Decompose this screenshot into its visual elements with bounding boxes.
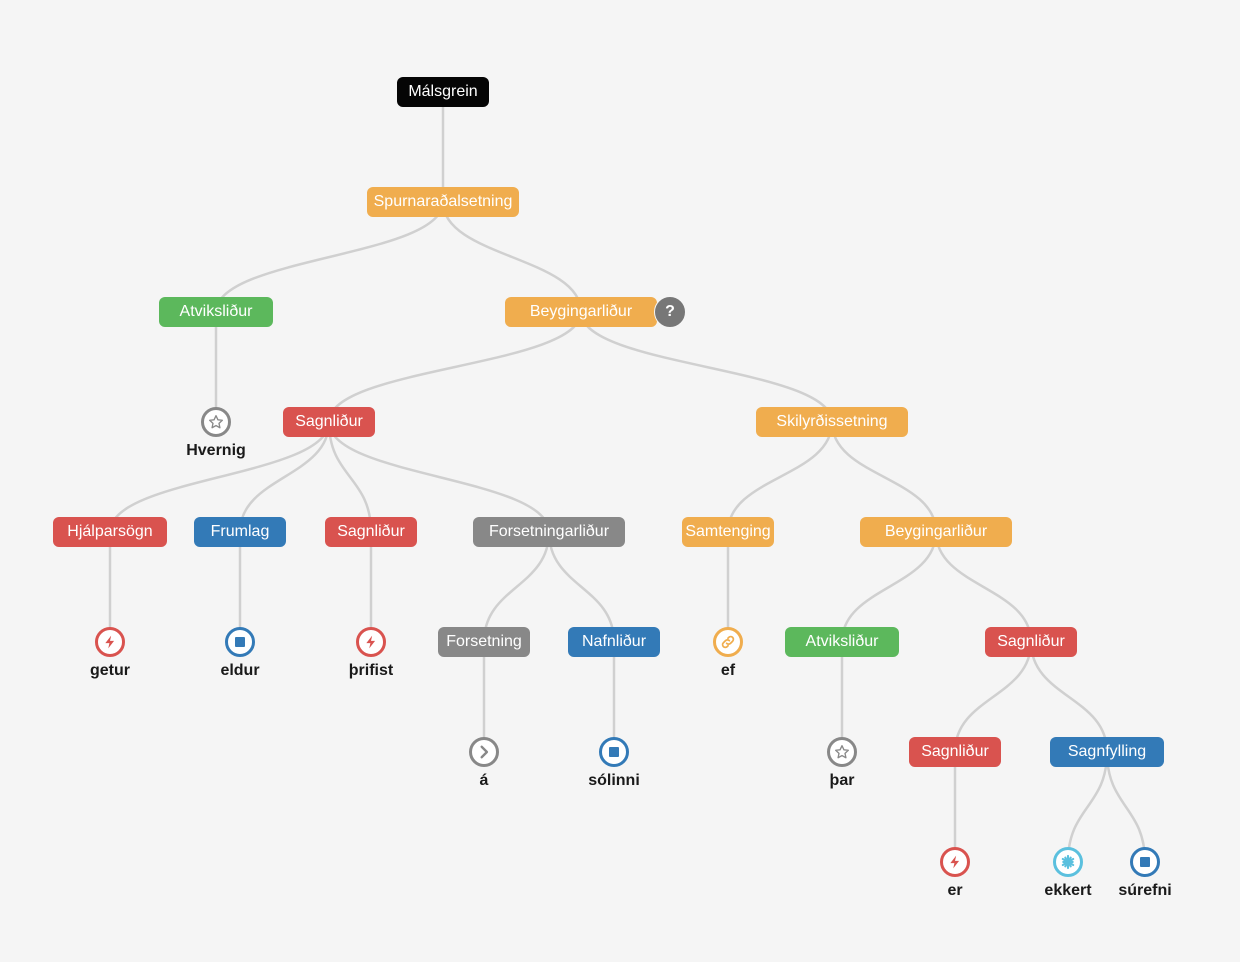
tree-edge [327, 421, 373, 533]
question-badge[interactable]: ? [654, 296, 686, 328]
node-frumlag[interactable]: Frumlag [194, 517, 286, 547]
star-icon[interactable] [827, 737, 857, 767]
leaf-word-ekkert: ekkert [1044, 882, 1092, 899]
leaf-word-solinni: sólinni [588, 772, 640, 789]
node-skilyrdissetning[interactable]: Skilyrðissetning [756, 407, 908, 437]
node-atvikslidur[interactable]: Atviksliður [785, 627, 899, 657]
tree-edge [482, 531, 551, 643]
bolt-icon[interactable] [940, 847, 970, 877]
tree-edge [327, 421, 551, 533]
node-atvikslidur[interactable]: Atviksliður [159, 297, 273, 327]
node-nafnlidur[interactable]: Nafnliður [568, 627, 660, 657]
chevron-right-icon[interactable] [469, 737, 499, 767]
tree-edge [327, 311, 583, 423]
asterisk-icon[interactable] [1053, 847, 1083, 877]
tree-edge [238, 421, 331, 533]
leaf-word-hvernig: Hvernig [186, 442, 246, 459]
node-sagnlidur[interactable]: Sagnliður [985, 627, 1077, 657]
node-beygingarlidur[interactable]: Beygingarliður [860, 517, 1012, 547]
square-icon[interactable] [1130, 847, 1160, 877]
leaf-word-eldur: eldur [220, 662, 260, 679]
node-forsetningarlidur[interactable]: Forsetningarliður [473, 517, 625, 547]
leaf-word-getur: getur [90, 662, 130, 679]
square-icon[interactable] [225, 627, 255, 657]
leaf-word-surefni: súrefni [1118, 882, 1172, 899]
tree-edge [1066, 751, 1109, 863]
node-sagnfylling[interactable]: Sagnfylling [1050, 737, 1164, 767]
node-sagnlidur[interactable]: Sagnliður [283, 407, 375, 437]
tree-edge [547, 531, 616, 643]
node-spurnaradalsetning[interactable]: Spurnaraðalsetning [367, 187, 519, 217]
node-samtenging[interactable]: Samtenging [682, 517, 774, 547]
node-hjalparsogn[interactable]: Hjálparsögn [53, 517, 167, 547]
tree-edge [108, 421, 331, 533]
leaf-word-er: er [947, 882, 963, 899]
node-malsgrein[interactable]: Málsgrein [397, 77, 489, 107]
star-icon[interactable] [201, 407, 231, 437]
tree-edge [214, 201, 445, 313]
bolt-icon[interactable] [95, 627, 125, 657]
node-sagnlidur[interactable]: Sagnliður [325, 517, 417, 547]
leaf-word-thar: þar [829, 772, 855, 789]
tree-edge [441, 201, 583, 313]
tree-edge [1105, 751, 1147, 863]
leaf-word-ef: ef [720, 662, 736, 679]
node-forsetning[interactable]: Forsetning [438, 627, 530, 657]
link-icon[interactable] [713, 627, 743, 657]
tree-edge [953, 641, 1033, 753]
leaf-word-thrifist: þrifist [348, 662, 394, 679]
tree-edge [830, 421, 938, 533]
tree-edge [1029, 641, 1109, 753]
bolt-icon[interactable] [356, 627, 386, 657]
tree-edge [840, 531, 938, 643]
node-sagnlidur[interactable]: Sagnliður [909, 737, 1001, 767]
node-beygingarlidur[interactable]: Beygingarliður [505, 297, 657, 327]
tree-edge [934, 531, 1033, 643]
tree-edge [726, 421, 834, 533]
leaf-word-a: á [479, 772, 489, 789]
tree-edge [579, 311, 834, 423]
square-icon[interactable] [599, 737, 629, 767]
